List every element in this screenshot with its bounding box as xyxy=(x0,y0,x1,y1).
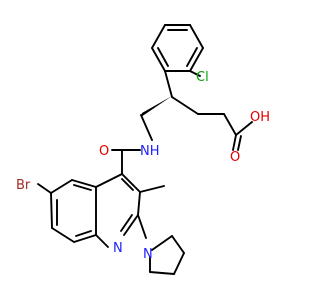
wedge-bond xyxy=(141,96,172,117)
bond xyxy=(95,173,123,188)
bond xyxy=(171,96,199,115)
bond xyxy=(189,47,204,72)
bond-double-inner xyxy=(157,47,169,67)
bond xyxy=(123,214,139,236)
atom-label-quinoline-nitrogen: N xyxy=(113,241,123,256)
bond xyxy=(37,183,52,194)
bond xyxy=(139,185,165,193)
bond xyxy=(121,173,141,193)
atom-label-pyrrolidine-nitrogen: N xyxy=(143,247,153,262)
bond xyxy=(50,192,53,229)
bond-double-inner xyxy=(121,178,134,191)
molecule-canvas: Cl OH O NH O Br N N xyxy=(16,24,270,275)
bond xyxy=(51,227,75,243)
bond xyxy=(71,179,97,188)
atom-label-layer: Cl OH O NH O Br N N xyxy=(16,70,270,262)
bond xyxy=(189,70,201,77)
atom-label-amide-nitrogen: NH xyxy=(140,144,160,159)
bond xyxy=(95,234,109,248)
bond xyxy=(137,191,141,216)
bond xyxy=(171,235,185,254)
bond xyxy=(223,113,237,136)
bond xyxy=(140,114,153,141)
bond xyxy=(137,214,147,239)
bond-double-inner xyxy=(120,214,133,232)
atom-label-chlorine: Cl xyxy=(196,70,209,85)
bond xyxy=(149,271,175,275)
atom-label-hydroxyl: OH xyxy=(250,110,270,125)
bond-layer xyxy=(37,24,253,275)
atom-label-bromine: Br xyxy=(16,178,31,193)
structure-diagram: Cl OH O NH O Br N N xyxy=(16,24,270,275)
bond xyxy=(232,134,237,151)
bond xyxy=(237,135,242,151)
atom-label-acid-oxygen: O xyxy=(230,150,240,165)
bond xyxy=(151,235,173,251)
bond-double-inner xyxy=(75,230,92,237)
bond-double-inner xyxy=(186,47,198,67)
bond xyxy=(151,47,166,72)
bond xyxy=(73,234,97,243)
bond xyxy=(173,252,185,275)
bond xyxy=(235,121,253,136)
bond xyxy=(50,179,73,194)
bond xyxy=(164,70,173,98)
bond-double-inner xyxy=(73,184,92,191)
bond xyxy=(151,24,166,49)
atom-label-amide-oxygen: O xyxy=(99,144,109,159)
bond xyxy=(189,24,204,49)
